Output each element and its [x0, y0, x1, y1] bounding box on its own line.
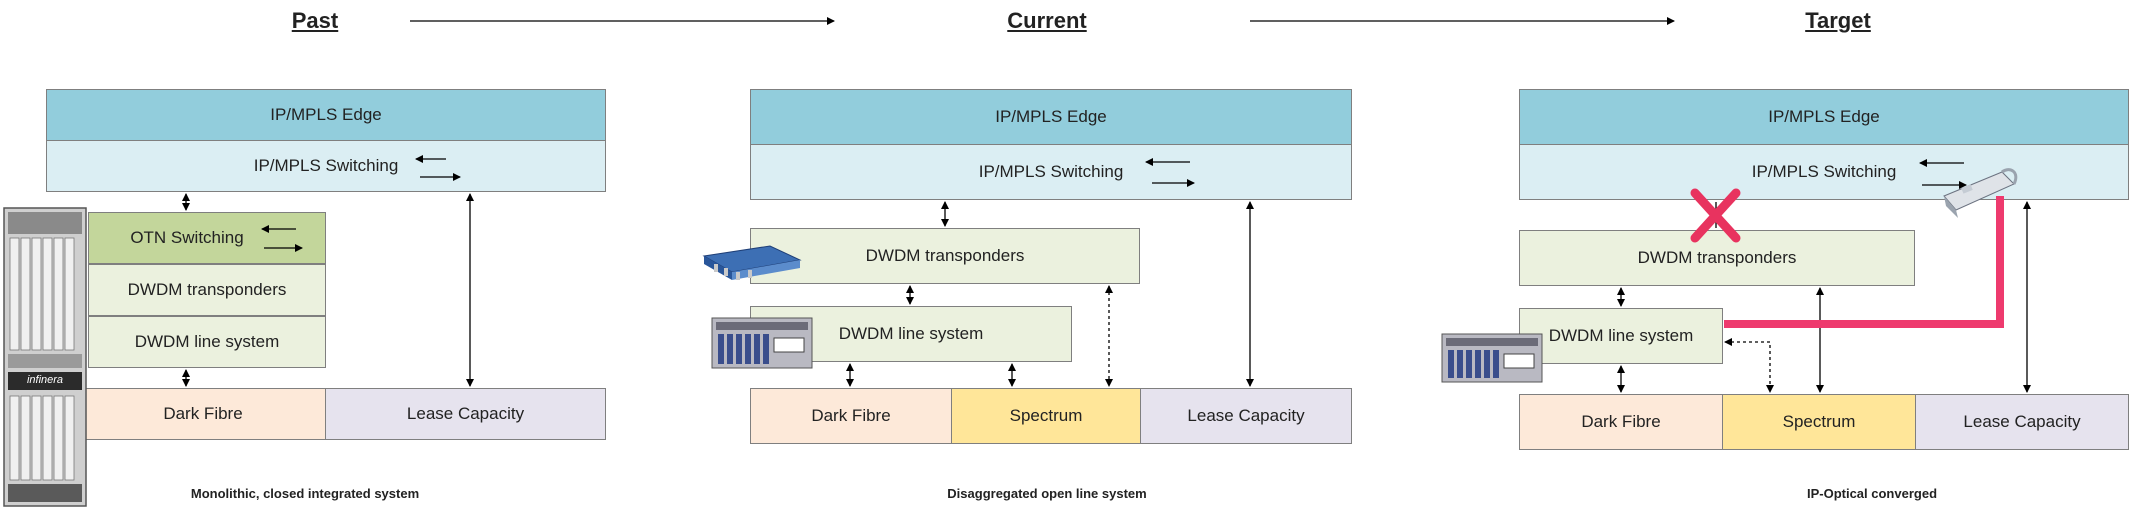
past-ip-mpls-switching: IP/MPLS Switching — [46, 140, 606, 192]
target-dwdm-transponders: DWDM transponders — [1519, 230, 1915, 286]
past-dwdm-transponders-label: DWDM transponders — [127, 280, 287, 299]
caption-current: Disaggregated open line system — [947, 486, 1147, 501]
current-ip-mpls-switching-label: IP/MPLS Switching — [978, 162, 1124, 181]
past-dwdm-transponders: DWDM transponders — [88, 264, 326, 316]
target-lease-capacity: Lease Capacity — [1915, 394, 2129, 450]
current-spectrum-label: Spectrum — [1009, 406, 1083, 425]
past-dwdm-line-system: DWDM line system — [88, 316, 326, 368]
target-spectrum: Spectrum — [1722, 394, 1916, 450]
target-dark-fibre: Dark Fibre — [1519, 394, 1723, 450]
target-ip-mpls-switching-label: IP/MPLS Switching — [1751, 162, 1897, 181]
current-dark-fibre-label: Dark Fibre — [811, 406, 891, 425]
current-dark-fibre: Dark Fibre — [750, 388, 952, 444]
caption-target: IP-Optical converged — [1806, 486, 1938, 501]
target-dwdm-line-system-label: DWDM line system — [1548, 326, 1694, 345]
target-dark-fibre-label: Dark Fibre — [1581, 412, 1661, 431]
current-ip-mpls-edge: IP/MPLS Edge — [750, 89, 1352, 145]
past-dwdm-line-system-label: DWDM line system — [134, 332, 280, 351]
heading-past: Past — [291, 8, 339, 33]
current-lease-capacity-label: Lease Capacity — [1187, 406, 1305, 425]
current-spectrum: Spectrum — [951, 388, 1141, 444]
target-ip-mpls-edge-label: IP/MPLS Edge — [1768, 107, 1880, 126]
target-lease-capacity-label: Lease Capacity — [1963, 412, 2081, 431]
current-lease-capacity: Lease Capacity — [1140, 388, 1352, 444]
past-lease-capacity: Lease Capacity — [325, 388, 606, 440]
target-ip-mpls-edge: IP/MPLS Edge — [1519, 89, 2129, 145]
past-ip-mpls-switching-label: IP/MPLS Switching — [253, 156, 399, 175]
target-ip-mpls-switching: IP/MPLS Switching — [1519, 144, 2129, 200]
infinera-logo: infinera — [26, 374, 64, 386]
past-dark-fibre: Dark Fibre — [80, 388, 326, 440]
past-ip-mpls-edge: IP/MPLS Edge — [46, 89, 606, 141]
past-ip-mpls-edge-label: IP/MPLS Edge — [270, 105, 382, 124]
past-dark-fibre-label: Dark Fibre — [163, 404, 243, 423]
target-dwdm-transponders-label: DWDM transponders — [1637, 248, 1797, 267]
past-otn-switching: OTN Switching — [88, 212, 326, 264]
heading-target: Target — [1805, 8, 1871, 33]
heading-current: Current — [1007, 8, 1087, 33]
current-ip-mpls-switching: IP/MPLS Switching — [750, 144, 1352, 200]
target-spectrum-label: Spectrum — [1782, 412, 1856, 431]
past-otn-switching-label: OTN Switching — [130, 228, 244, 247]
past-lease-capacity-label: Lease Capacity — [406, 404, 525, 423]
current-dwdm-transponders: DWDM transponders — [750, 228, 1140, 284]
current-dwdm-line-system: DWDM line system — [750, 306, 1072, 362]
caption-past: Monolithic, closed integrated system — [190, 486, 420, 501]
current-dwdm-line-system-label: DWDM line system — [838, 324, 984, 343]
current-dwdm-transponders-label: DWDM transponders — [865, 246, 1025, 265]
current-ip-mpls-edge-label: IP/MPLS Edge — [995, 107, 1107, 126]
target-dwdm-line-system: DWDM line system — [1519, 308, 1723, 364]
